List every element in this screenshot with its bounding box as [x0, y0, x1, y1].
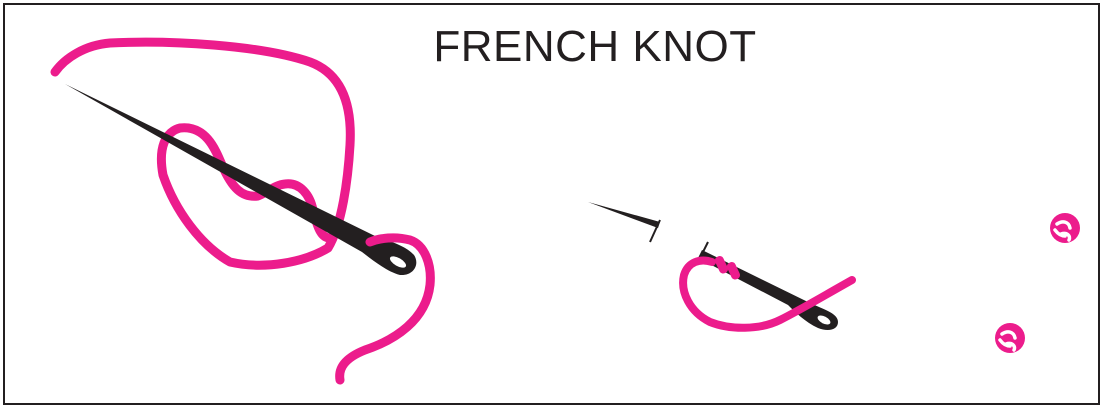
french-knot-icon	[995, 323, 1025, 353]
thread-loop	[50, 37, 355, 270]
thread-wrap-1	[714, 256, 729, 274]
needle-icon	[65, 84, 417, 276]
diagram-title: FRENCH KNOT	[433, 22, 757, 71]
needle-eye	[389, 256, 407, 268]
needle-tip-icon	[588, 202, 660, 228]
diagram-frame	[3, 3, 1100, 405]
thread-wrap-2	[726, 262, 741, 280]
step-1-wrap-thread	[50, 37, 435, 385]
fabric-mark-left	[649, 219, 661, 243]
thread-tail	[335, 233, 435, 385]
needle-eye-2	[817, 315, 831, 325]
step-2-insert-needle	[588, 202, 856, 332]
french-knot-icon	[1050, 213, 1080, 243]
step-3-finished-knots	[995, 213, 1080, 353]
thread-loop-2	[679, 256, 856, 332]
